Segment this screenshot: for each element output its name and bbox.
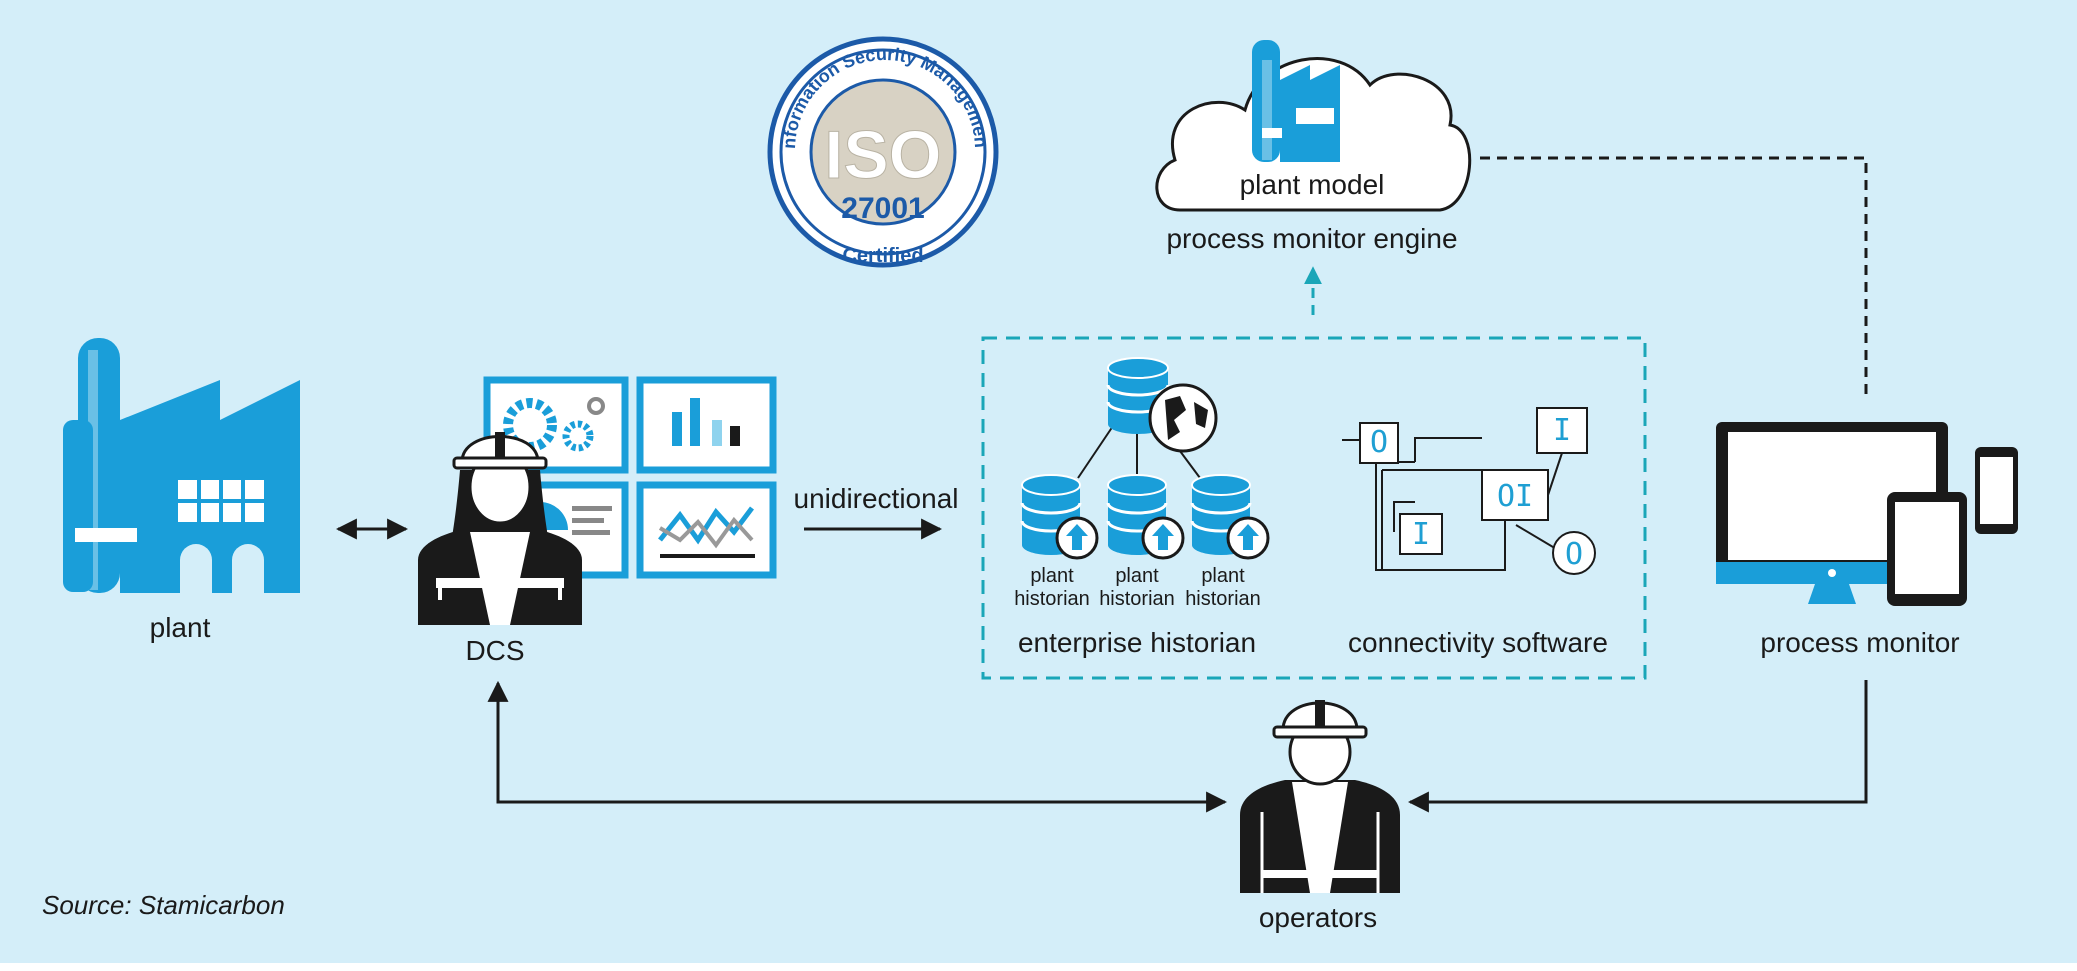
conn-circle-o2-label: O [1565,537,1583,572]
cloud-monitor-dashed-line [1480,156,1868,400]
operator-icon [1240,700,1400,893]
engine-label: process monitor engine [1166,223,1457,254]
historian-label-3-line2: historian [1185,588,1261,610]
operators-label: operators [1259,902,1377,933]
tablet-icon [1887,492,1967,606]
iso-number-text: 27001 [841,192,924,225]
globe-icon [1148,383,1218,453]
upload-arrow-icon [1141,516,1185,560]
conn-box-i2-label: I [1412,517,1430,552]
cloud-factory-icon [1252,40,1340,162]
factory-icon [63,338,300,593]
phone-icon [1975,447,2018,534]
historian-label-1-line2: historian [1014,588,1090,610]
iso-main-text: ISO [824,117,941,193]
conn-box-i1 [1536,407,1588,454]
historian-label-2-line1: plant [1115,565,1159,587]
conn-box-i2 [1399,513,1443,555]
conn-link-oi-i [1547,452,1563,496]
process-monitor-label: process monitor [1760,627,1959,658]
historian-label-1-line1: plant [1030,565,1074,587]
upload-arrow-icon [1055,516,1099,560]
iso-certified-text: Certified [842,245,923,267]
line-chart-icon [636,481,777,579]
bar-chart-icon [636,376,777,474]
cloud-label: plant model [1240,169,1385,200]
dcs-label: DCS [465,635,524,666]
enterprise-historian-label: enterprise historian [1018,627,1256,658]
dcs-operator-icon [418,432,582,625]
conn-box-o1-label: O [1370,425,1388,460]
conn-box-i1-label: I [1553,413,1571,448]
conn-box-oi [1481,469,1549,521]
conn-box-o1 [1359,422,1399,464]
connectivity-software-label: connectivity software [1348,627,1608,658]
conn-box-oi-label: OI [1497,479,1533,514]
historian-label-3-line1: plant [1201,565,1245,587]
source-text: Source: Stamicarbon [42,890,285,920]
enterprise-group-box [981,336,1647,680]
conn-circle-o2 [1552,531,1596,575]
monitor-operators-arrow [1407,680,1868,813]
plant-label: plant [150,612,211,643]
unidirectional-label: unidirectional [794,483,959,514]
historian-label-2-line2: historian [1099,588,1175,610]
upload-arrow-icon [1226,516,1270,560]
dcs-operators-arrow [487,680,1228,813]
